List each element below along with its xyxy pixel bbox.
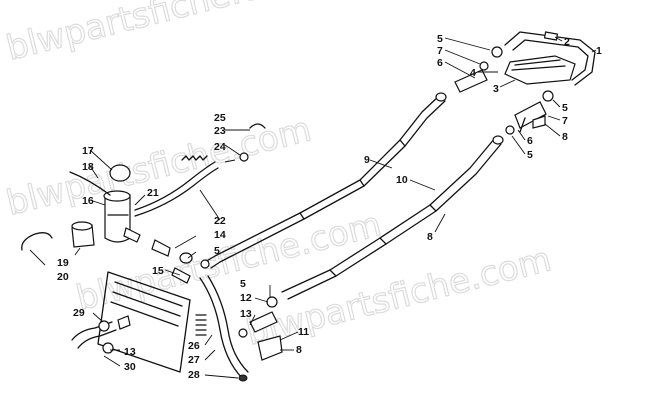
callout-26: 26 [188, 340, 200, 352]
upper-right-hose-set [454, 46, 503, 93]
coupling-clamp-2 [238, 328, 248, 338]
callout-5-fill-neck: 5 [214, 245, 220, 257]
callout-5-lower-mid: 5 [240, 278, 246, 290]
callout-8-rear: 8 [562, 131, 568, 143]
callout-11: 11 [298, 326, 309, 338]
callout-2: 2 [564, 36, 570, 48]
callout-5-lower-right: 5 [562, 102, 568, 114]
callout-17: 17 [82, 145, 94, 157]
callout-9: 9 [364, 154, 370, 166]
callout-29: 29 [73, 307, 85, 319]
upper-right-clamp-2 [479, 61, 489, 71]
reservoir-cap [109, 164, 131, 182]
lower-right-clamp [542, 90, 554, 102]
callout-5-upper-right: 5 [437, 33, 443, 45]
callout-5-lower-right-2: 5 [527, 149, 533, 161]
lower-mid-coupling [238, 296, 283, 361]
lower-coolant-tube [281, 135, 504, 300]
fill-neck-hoses [151, 239, 210, 284]
callout-28: 28 [188, 369, 200, 381]
upper-right-clamp [491, 46, 503, 58]
callout-6-lower-right: 6 [527, 135, 533, 147]
callout-6-upper-right: 6 [437, 57, 443, 69]
fill-neck-clamp [179, 252, 193, 264]
callout-16: 16 [82, 195, 94, 207]
callout-18: 18 [82, 161, 94, 173]
hose-end-fitting [238, 374, 248, 382]
reservoir-spring-clip [21, 232, 53, 251]
callout-27: 27 [188, 354, 200, 366]
callout-13-lower-left: 13 [124, 346, 136, 358]
callout-24: 24 [214, 141, 226, 153]
reservoir-vent-hose [134, 161, 216, 211]
callout-13-lower-mid: 13 [240, 308, 252, 320]
lower-right-hose-set [505, 90, 554, 135]
radiator-outlet-hose [199, 277, 243, 379]
callout-7-upper-right: 7 [437, 45, 443, 57]
callout-15: 15 [152, 265, 164, 277]
callout-3: 3 [493, 83, 499, 95]
callout-14: 14 [214, 229, 226, 241]
callout-21: 21 [147, 187, 159, 199]
callout-7-lower-right: 7 [562, 115, 568, 127]
coupling-bracket [257, 335, 283, 361]
exchanger-bracket [543, 31, 559, 41]
hose-retaining-clip [249, 123, 266, 129]
upper-tube-end-fitting [435, 92, 447, 102]
callout-20: 20 [57, 271, 69, 283]
lower-left-clamp-2 [102, 342, 114, 354]
callout-30: 30 [124, 361, 136, 373]
lower-left-clamp [98, 320, 110, 332]
rear-tube-clip [532, 115, 546, 129]
callout-25: 25 [214, 112, 226, 124]
callout-1: 1 [596, 45, 602, 57]
reservoir-bracket [71, 221, 95, 248]
callout-22: 22 [214, 215, 226, 227]
watermark-text-top: blwpartsfiche.com [3, 0, 316, 69]
callout-8-lower-tube: 8 [427, 231, 433, 243]
callout-10: 10 [396, 174, 408, 186]
vent-hose-clamp [239, 152, 249, 162]
lower-tube-end-fitting [492, 135, 504, 145]
callout-23: 23 [214, 125, 226, 137]
upper-coolant-tube [204, 92, 447, 269]
vent-hose-spring [181, 155, 208, 161]
coolant-reservoir [103, 164, 141, 243]
heat-exchanger-assembly [504, 31, 596, 86]
leader-lines [29, 36, 597, 379]
callout-4: 4 [470, 67, 476, 79]
lower-left-hose [71, 315, 131, 354]
coupling-clamp [266, 296, 278, 308]
heat-exchanger-plate [504, 55, 576, 85]
callout-labels: 1 2 3 4 5 7 6 5 7 8 6 5 9 10 8 17 18 16 … [57, 33, 602, 381]
fill-neck-clamp-2 [200, 259, 210, 269]
callout-12: 12 [240, 292, 252, 304]
callout-19: 19 [57, 257, 69, 269]
callout-8-lower-bracket: 8 [296, 344, 302, 356]
overflow-hose [69, 171, 111, 196]
lower-right-clamp-2 [505, 125, 515, 135]
radiator-hose-spring [195, 314, 207, 336]
